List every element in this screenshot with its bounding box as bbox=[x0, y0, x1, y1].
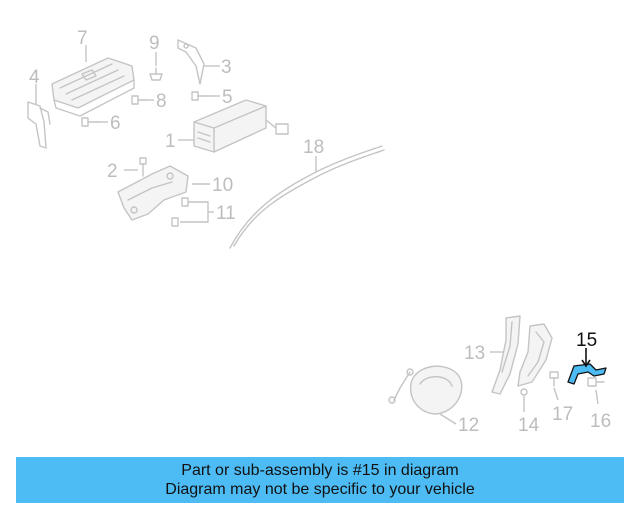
part-4-drawing bbox=[27, 101, 51, 149]
callout-14: 14 bbox=[518, 415, 540, 436]
part-12-drawing bbox=[388, 365, 463, 415]
callout-17: 17 bbox=[552, 404, 573, 425]
callout-12: 12 bbox=[458, 415, 479, 436]
info-banner: Part or sub-assembly is #15 in diagram D… bbox=[16, 457, 624, 503]
part-1-drawing bbox=[193, 99, 289, 153]
part-10-drawing bbox=[117, 165, 189, 221]
part-16-drawing bbox=[587, 377, 605, 387]
callout-9: 9 bbox=[149, 33, 160, 54]
callout-10: 10 bbox=[212, 175, 233, 196]
part-7-drawing bbox=[51, 57, 135, 117]
callout-16: 16 bbox=[590, 411, 611, 432]
callout-15: 15 bbox=[576, 330, 597, 351]
callout-6: 6 bbox=[110, 113, 121, 134]
callout-18: 18 bbox=[303, 137, 324, 158]
part-14-drawing bbox=[517, 323, 553, 396]
part-8-drawing bbox=[131, 95, 147, 105]
callout-11: 11 bbox=[216, 203, 236, 224]
callout-5: 5 bbox=[222, 87, 233, 108]
callout-2: 2 bbox=[107, 161, 118, 182]
part-17-drawing bbox=[549, 371, 559, 387]
callout-3: 3 bbox=[221, 57, 232, 78]
part-18-drawing bbox=[229, 145, 385, 249]
part-9-drawing bbox=[149, 67, 163, 81]
banner-line-2: Diagram may not be specific to your vehi… bbox=[165, 481, 475, 498]
callout-8: 8 bbox=[156, 91, 167, 112]
part-13-drawing bbox=[491, 315, 521, 395]
part-6-drawing bbox=[81, 117, 101, 127]
part-3-drawing bbox=[177, 39, 205, 85]
callout-13: 13 bbox=[464, 343, 485, 364]
part-2-drawing bbox=[139, 157, 147, 177]
banner-line-1: Part or sub-assembly is #15 in diagram bbox=[181, 462, 459, 479]
part-15-drawing bbox=[567, 363, 607, 385]
part-5-drawing bbox=[191, 91, 209, 101]
callout-7: 7 bbox=[77, 28, 88, 49]
callout-1: 1 bbox=[165, 131, 176, 152]
callout-4: 4 bbox=[29, 67, 40, 88]
